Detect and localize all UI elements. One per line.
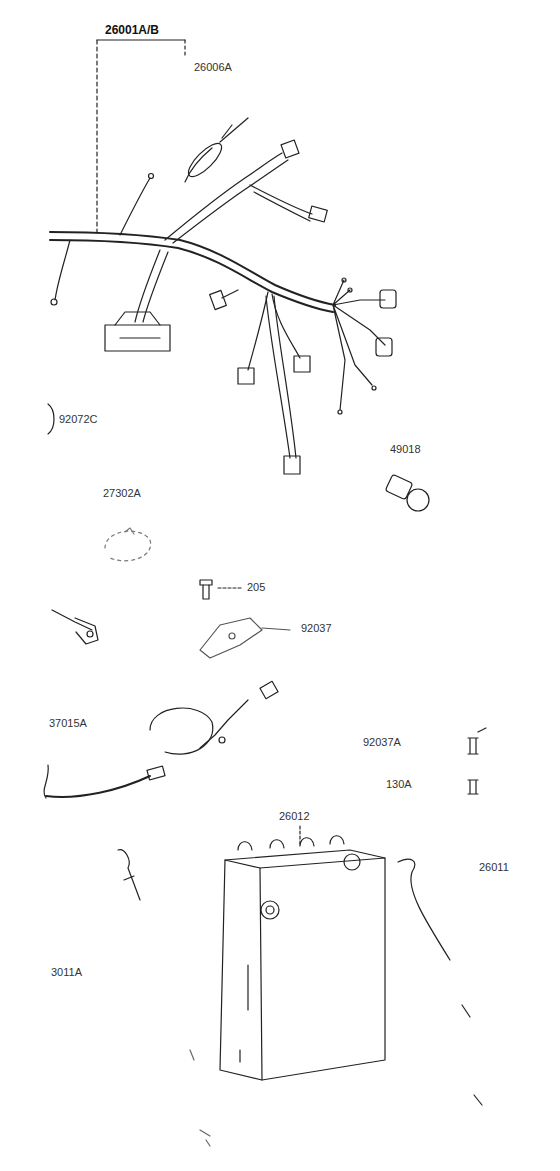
ignition-cable [398, 859, 482, 1105]
callout-number: 3011A [50, 967, 83, 978]
callout-number: 130A [385, 779, 413, 790]
callout-number: 92037 [300, 623, 333, 634]
callout-number: 92072C [58, 414, 99, 425]
callout-number: 26006A [193, 62, 233, 73]
bulb [385, 474, 429, 511]
callout-number: 37015A [48, 718, 88, 729]
callout-number: 205 [246, 582, 266, 593]
sensor [105, 528, 151, 561]
bolt [200, 580, 242, 599]
bolt [468, 728, 486, 794]
ignition-coil [220, 826, 385, 1080]
callout-number: 26012 [278, 811, 311, 822]
callout-number: 26001A/B [104, 24, 160, 36]
callout-number: 26011 [478, 862, 510, 873]
sensor [52, 610, 98, 644]
callout-number: 49018 [389, 444, 422, 455]
callout-number: 27302A [102, 488, 142, 499]
cable-end [190, 1050, 210, 1146]
bracket-plate [200, 618, 290, 658]
callout-number: 92037A [362, 737, 402, 748]
wiring-harness [50, 118, 396, 474]
clamp [48, 404, 54, 434]
ignition-cable [118, 850, 140, 900]
bracket [97, 40, 185, 235]
sensor [44, 681, 278, 798]
